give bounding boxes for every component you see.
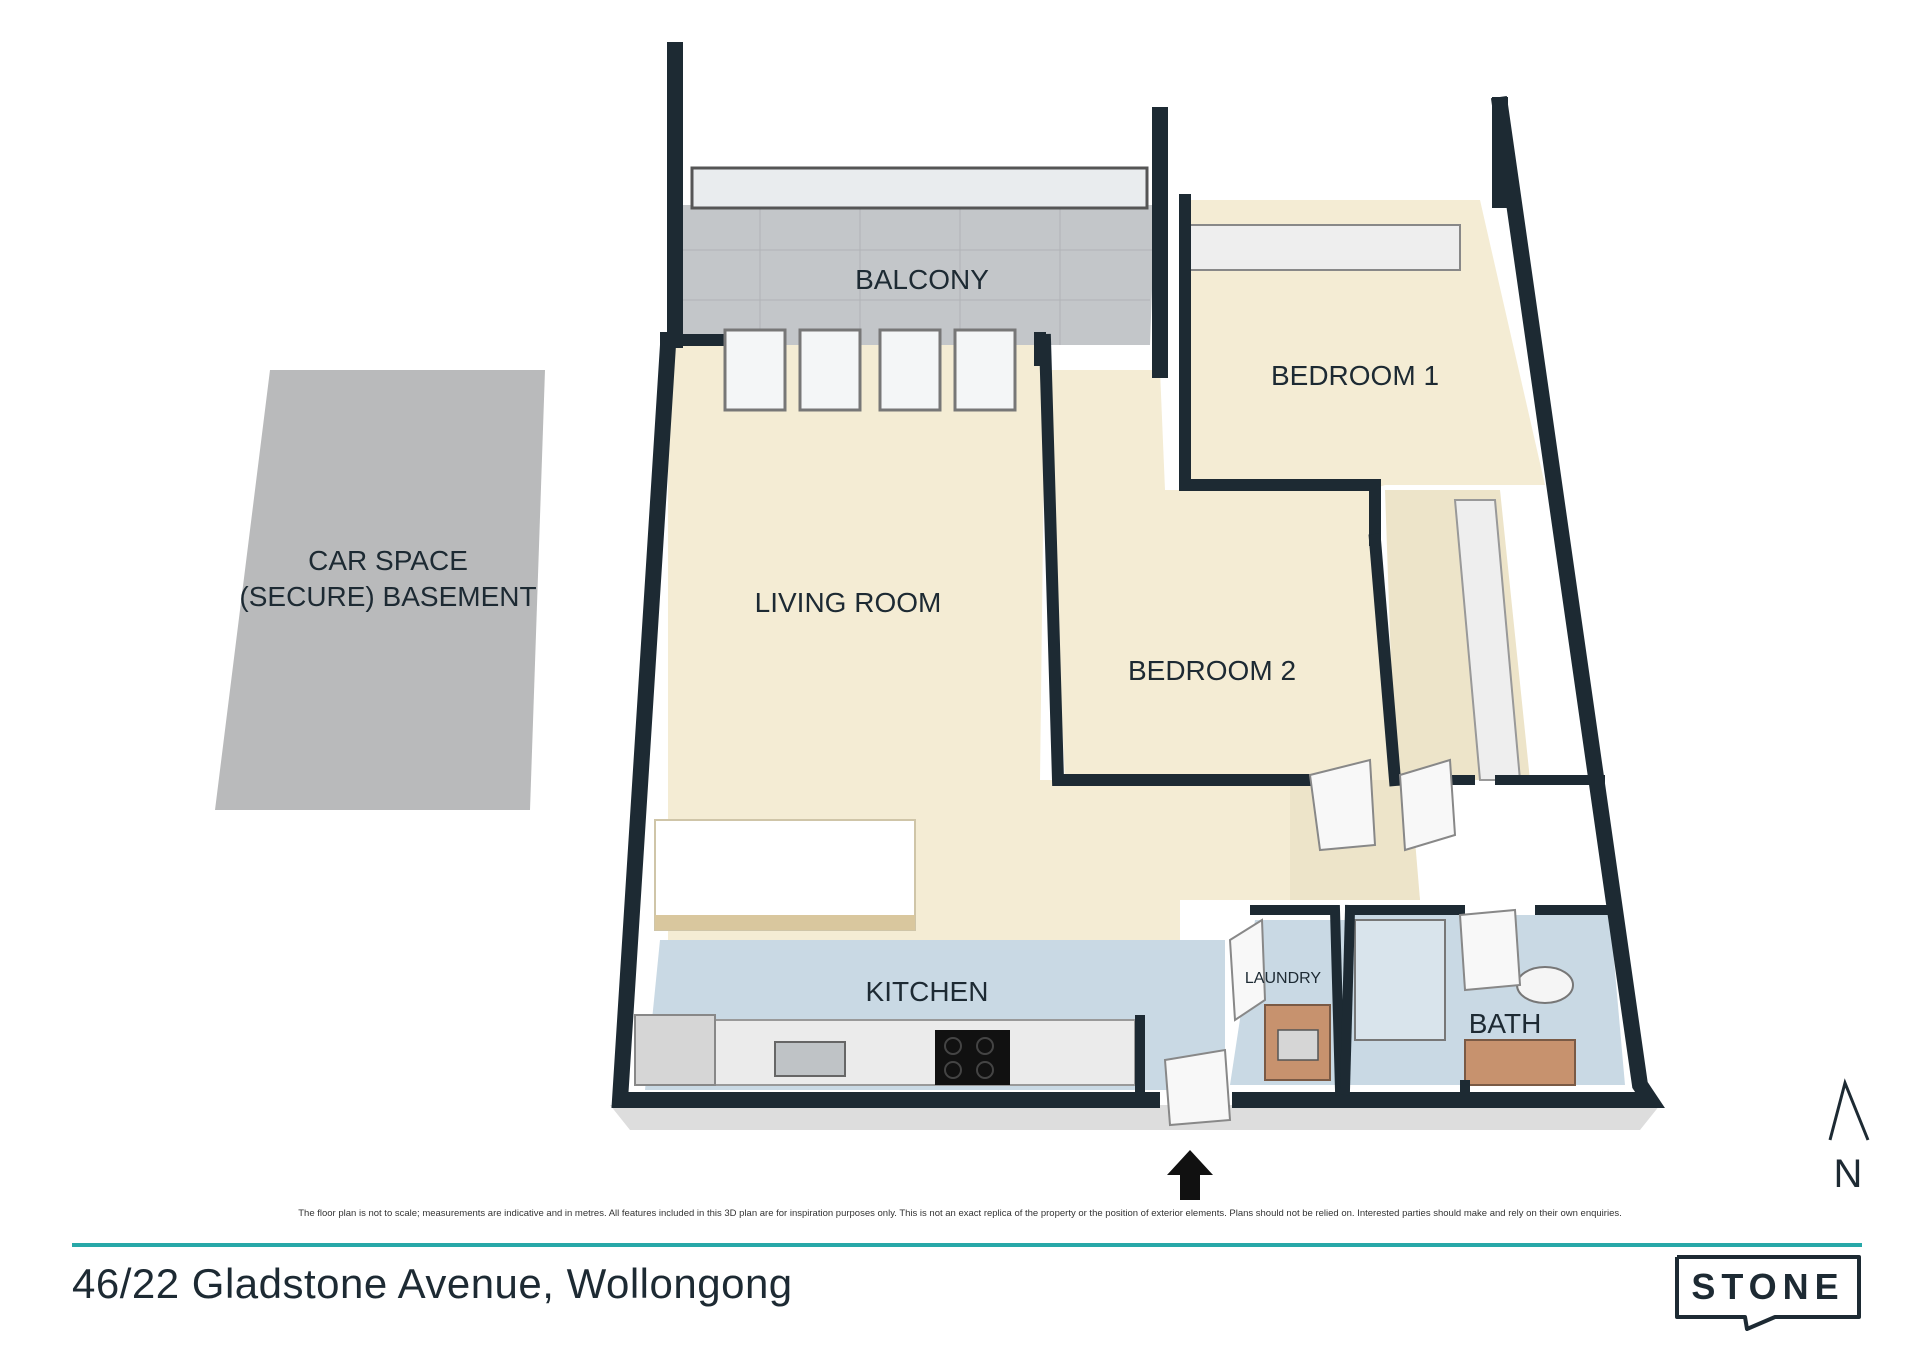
living-floor [668, 345, 1420, 940]
doors [1163, 758, 1522, 1127]
north-arrow-icon [1828, 1078, 1870, 1141]
property-address: 46/22 Gladstone Avenue, Wollongong [72, 1260, 793, 1307]
car-space-label-line1: CAR SPACE [308, 545, 468, 576]
kitchen-island [654, 819, 916, 931]
fridge [634, 1014, 716, 1086]
car-space-label-line2: (SECURE) BASEMENT [239, 581, 536, 612]
bedroom2-label: BEDROOM 2 [1128, 655, 1296, 686]
kitchen-label: KITCHEN [866, 976, 989, 1007]
cooktop-burners [944, 1037, 994, 1079]
balcony-doors [723, 328, 1017, 412]
island-edge [655, 915, 915, 930]
car-space-area [215, 370, 545, 810]
living-room-label: LIVING ROOM [755, 587, 942, 618]
laundry-basin [1277, 1029, 1319, 1061]
balcony-tiles [682, 205, 1155, 345]
footer-divider [72, 1243, 1862, 1247]
bedroom2-floor [1045, 370, 1395, 780]
brand-logo: STONE [1675, 1255, 1861, 1331]
balcony-railing [690, 166, 1149, 210]
shower [1354, 919, 1446, 1041]
bedroom1-window-sill [1189, 224, 1461, 271]
disclaimer-text: The floor plan is not to scale; measurem… [298, 1208, 1622, 1219]
bedroom1-floor [1185, 200, 1545, 490]
cooktop [935, 1030, 1010, 1085]
brand-name: STONE [1691, 1266, 1845, 1307]
bath-vanity [1464, 1039, 1576, 1086]
logo-frame-icon [1675, 1255, 1861, 1331]
entry-arrow [1167, 1150, 1213, 1200]
walls [611, 42, 1665, 1108]
plan-base-shadow [610, 1105, 1660, 1130]
bath-label: BATH [1469, 1008, 1542, 1039]
north-label: N [1834, 1152, 1863, 1196]
bedroom1-label: BEDROOM 1 [1271, 360, 1439, 391]
toilet [1516, 966, 1574, 1004]
balcony-label: BALCONY [855, 264, 989, 295]
sink [774, 1041, 846, 1077]
laundry-label: LAUNDRY [1245, 970, 1322, 987]
